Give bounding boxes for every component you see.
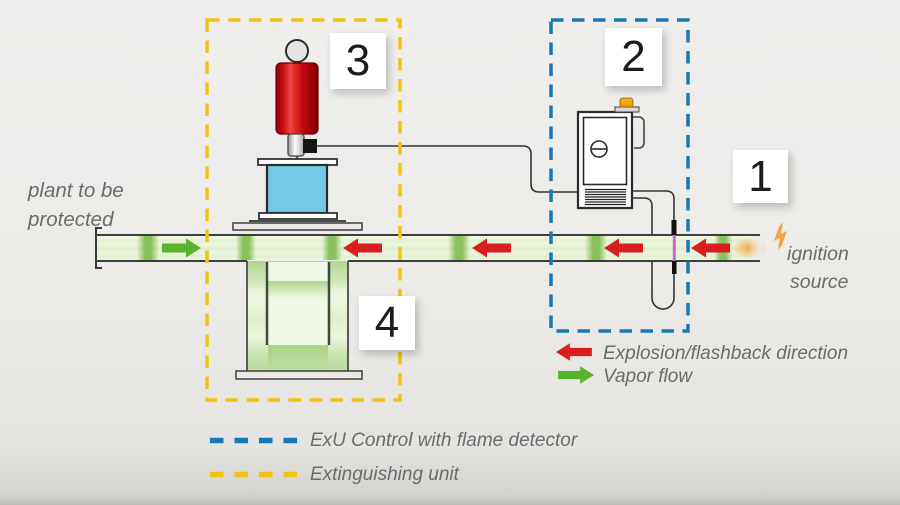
wire-detector-loop (633, 197, 675, 310)
vertical-pipe-leg (235, 261, 363, 380)
extinguishing-unit-outline (205, 18, 402, 402)
detector-body-top (671, 220, 677, 235)
marker-4-pipe-leg: 4 (359, 296, 415, 350)
marker-3-extinguisher: 3 (330, 33, 386, 89)
legend-flashback-arrow-icon (556, 343, 592, 361)
pipe-flange-bands (137, 236, 732, 260)
flame-detector (671, 220, 677, 274)
legend-vapor-arrow-icon (558, 366, 594, 384)
plant-label-line1: plant to be (28, 179, 124, 202)
mounting-plate (232, 222, 363, 231)
spark-bolt-icon (774, 222, 787, 250)
exu-control-outline (549, 18, 690, 333)
pressure-gauge-icon (285, 39, 309, 63)
valve-actuator (303, 139, 317, 153)
control-wiring (317, 145, 675, 310)
control-bracket (632, 116, 645, 149)
marker-2-control-unit: 2 (605, 28, 662, 86)
beacon-base (614, 106, 640, 113)
discharge-valve (287, 133, 305, 157)
detector-sensing-element (672, 235, 676, 261)
pipe-open-end-fade (748, 235, 762, 262)
legend-explosion-label: Explosion/flashback direction (603, 343, 849, 364)
wire-valve-to-control (317, 145, 578, 193)
detector-body-bottom (672, 261, 677, 274)
exu-control-device (576, 97, 645, 210)
ignition-label-line2: source (790, 271, 849, 293)
legend-exu-control-label: ExU Control with flame detector (310, 430, 578, 451)
extinguisher-cylinder (275, 62, 319, 135)
process-pipe (95, 227, 766, 380)
legend-extinguishing-label: Extinguishing unit (310, 464, 459, 485)
wire-control-to-detector (632, 190, 675, 222)
legend-arrow-keys (210, 343, 594, 478)
vent-grille (585, 188, 626, 206)
container-bottom-plate (258, 212, 338, 220)
agent-container (265, 163, 329, 215)
extinguishing-unit-device (232, 39, 363, 231)
plant-label: plant to be protected (28, 176, 124, 234)
pipe-left-flange (95, 227, 102, 269)
ignition-label-line1: ignition (787, 243, 849, 265)
legend-vapor-label: Vapor flow (603, 366, 693, 387)
plant-label-line2: protected (28, 208, 114, 231)
alarm-beacon-icon (619, 97, 634, 108)
ignition-source-label: ignition source (787, 240, 849, 296)
inner-pipe-walls (265, 262, 331, 345)
marker-1-ignition-source: 1 (733, 150, 788, 203)
pipe-base-plate (235, 370, 363, 380)
